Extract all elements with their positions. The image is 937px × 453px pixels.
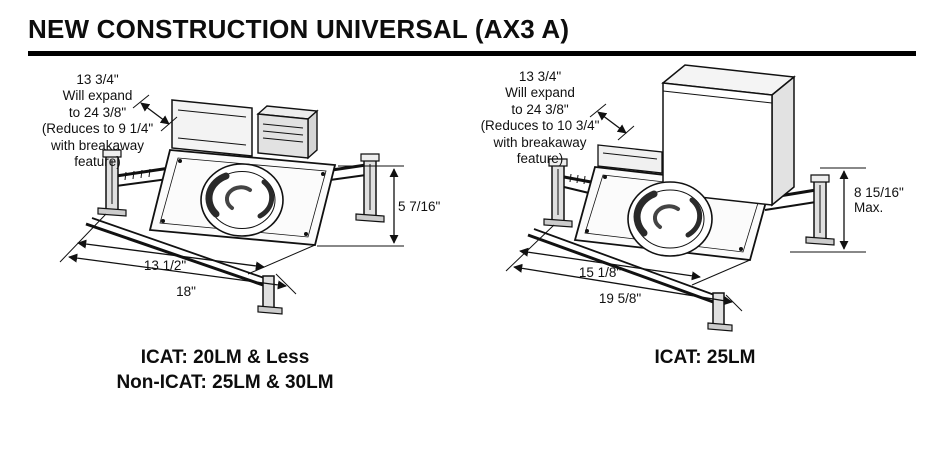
dimension-lines xyxy=(60,95,404,294)
hanger-bar-left xyxy=(116,168,170,186)
height-dim-right: 8 15/16" Max. xyxy=(854,185,904,215)
left-housing-drawing xyxy=(20,62,470,352)
aperture-swirl xyxy=(637,194,700,235)
left-figure: 13 3/4" Will expand to 24 3/8" (Reduces … xyxy=(20,62,470,352)
inner-width-dim-right: 15 1/8" xyxy=(578,265,622,280)
enclosure-box xyxy=(663,65,794,205)
hanger-bar-right xyxy=(330,165,366,180)
page-title: NEW CONSTRUCTION UNIVERSAL (AX3 A) xyxy=(28,14,916,56)
dimension-lines xyxy=(506,104,866,311)
right-figure: 13 3/4" Will expand to 24 3/8" (Reduces … xyxy=(470,55,930,355)
caption-right: ICAT: 25LM xyxy=(654,347,756,368)
junction-box xyxy=(258,106,317,158)
expand-note-right: 13 3/4" Will expand to 24 3/8" (Reduces … xyxy=(480,69,600,167)
front-mounting-bracket xyxy=(258,276,282,314)
mounting-plate xyxy=(598,145,662,173)
outer-width-dim-right: 19 5/8" xyxy=(598,291,642,306)
outer-width-dim-left: 18" xyxy=(176,284,196,299)
mounting-bracket-right xyxy=(806,175,834,245)
hanger-bar-left xyxy=(564,174,591,193)
light-aperture xyxy=(628,182,712,256)
height-dim-left: 5 7/16" xyxy=(398,199,441,214)
light-aperture xyxy=(201,164,283,236)
right-housing-drawing xyxy=(470,55,930,355)
inner-width-dim-left: 13 1/2" xyxy=(143,258,187,273)
mounting-plate xyxy=(172,100,252,156)
aperture-swirl xyxy=(209,176,272,216)
mounting-bracket-left xyxy=(98,150,126,216)
expand-note-left: 13 3/4" Will expand to 24 3/8" (Reduces … xyxy=(41,72,154,170)
caption-left: ICAT: 20LM & Less Non-ICAT: 25LM & 30LM xyxy=(116,347,334,394)
mounting-bracket-left xyxy=(544,159,572,227)
mounting-bracket-right xyxy=(356,154,384,222)
